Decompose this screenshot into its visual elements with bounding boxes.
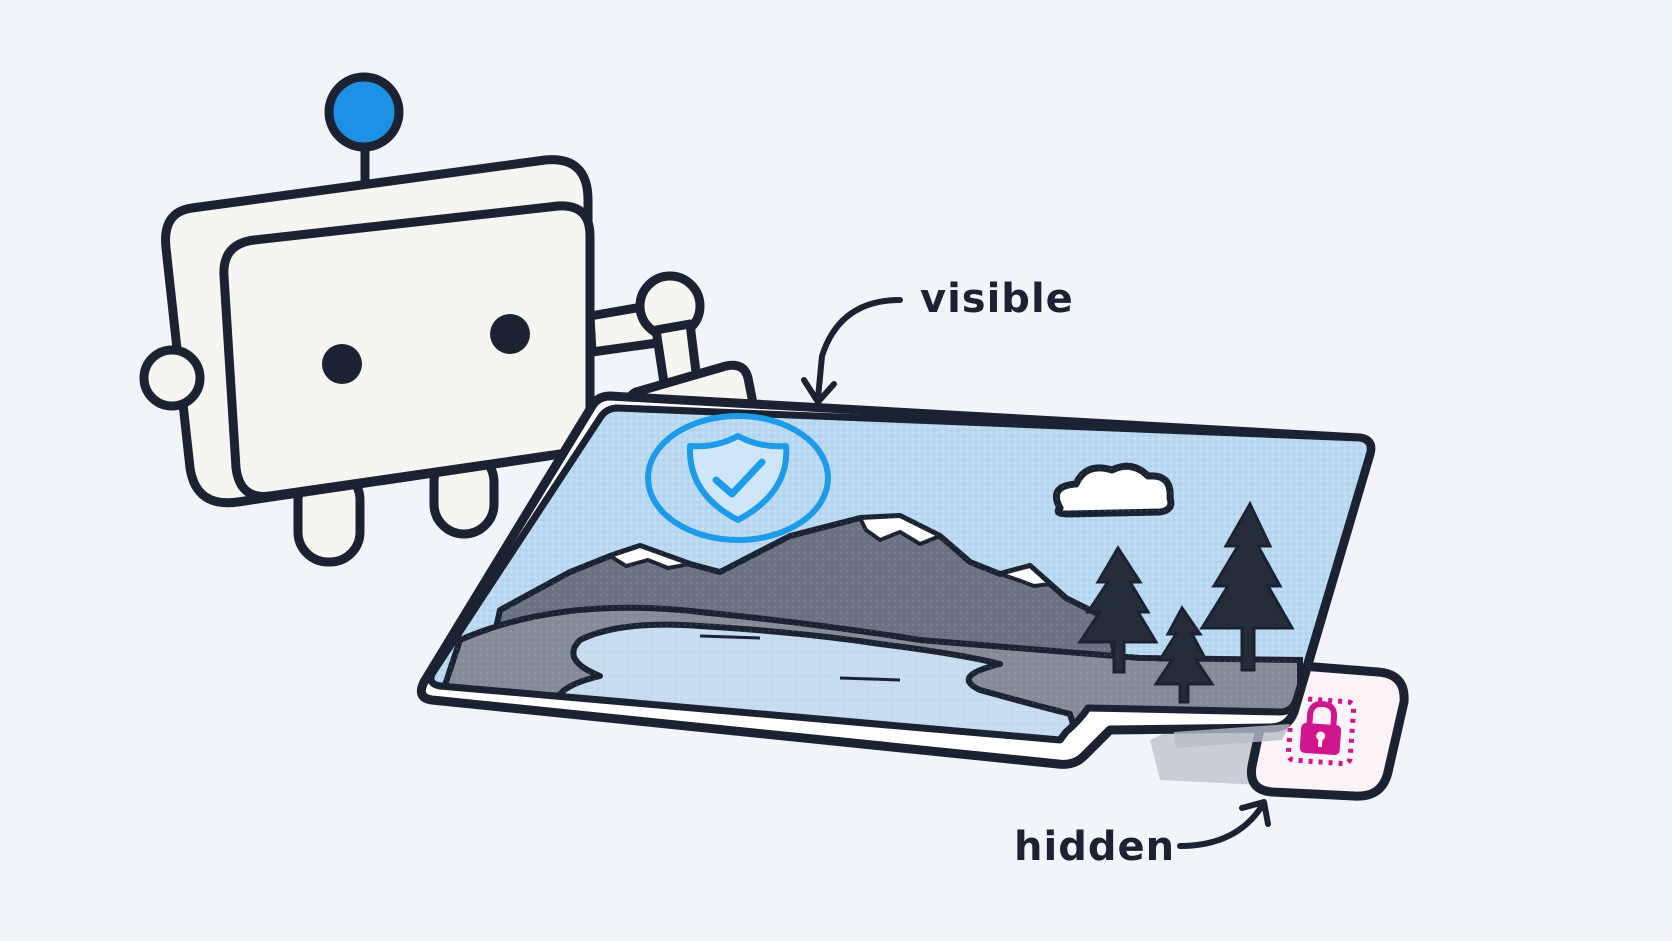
visible-arrow (815, 297, 903, 401)
visible-watermark (645, 413, 831, 543)
photo-image-border (427, 404, 1374, 744)
photo (416, 391, 1376, 769)
hidden-label: hidden (1014, 824, 1175, 870)
shield-check-icon (686, 433, 790, 523)
visible-label-group: visible (801, 276, 1074, 405)
trees (1077, 500, 1295, 704)
robot-body-front (219, 201, 595, 501)
hidden-label-group: hidden (1014, 799, 1271, 870)
hidden-mark-frame (1285, 695, 1357, 767)
robot-antenna-ball (324, 72, 404, 152)
visible-label: visible (920, 276, 1074, 322)
robot-left-eye (322, 344, 362, 384)
robot (139, 72, 705, 567)
visible-mark-ring (645, 413, 831, 543)
padlock-icon (1299, 701, 1342, 756)
robot-right-eye (490, 314, 530, 354)
hidden-arrow (1177, 803, 1265, 849)
photo-image (431, 408, 1371, 740)
robot-left-knob (139, 345, 205, 411)
